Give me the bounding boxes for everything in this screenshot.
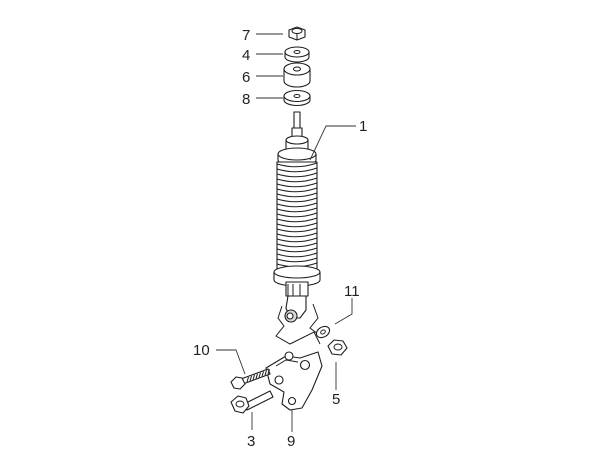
callout-4: 4 bbox=[242, 47, 250, 64]
bolt-part-10 bbox=[230, 368, 271, 390]
spring-coil bbox=[276, 207, 318, 213]
callout-6: 6 bbox=[242, 69, 250, 86]
callout-labels: 7 4 6 8 1 11 10 5 3 9 bbox=[193, 27, 367, 450]
spring-coil bbox=[276, 177, 318, 183]
spring-coil bbox=[276, 162, 318, 168]
bolt-thread bbox=[252, 374, 255, 380]
bolt-thread bbox=[261, 371, 264, 377]
nut-part-5 bbox=[327, 339, 348, 356]
bolt-thread bbox=[255, 373, 258, 379]
spring-coil bbox=[276, 232, 318, 238]
callout-9: 9 bbox=[287, 433, 295, 450]
spring-coil bbox=[276, 212, 318, 218]
lock-nut-part-7 bbox=[288, 26, 306, 41]
spring-coil bbox=[276, 187, 318, 193]
spring-coil bbox=[276, 197, 318, 203]
spring-coil bbox=[276, 237, 318, 243]
spring-coil bbox=[276, 247, 318, 253]
callout-7: 7 bbox=[242, 27, 250, 44]
bracket-part-9 bbox=[265, 303, 323, 411]
bolt-part-3 bbox=[230, 390, 274, 414]
washer-part-8 bbox=[283, 89, 311, 107]
spring-coil bbox=[276, 257, 318, 263]
spring-coil bbox=[276, 182, 318, 188]
callout-10: 10 bbox=[193, 342, 210, 359]
bolt-thread bbox=[267, 369, 270, 375]
spring-coil bbox=[276, 202, 318, 208]
callout-8: 8 bbox=[242, 91, 250, 108]
callout-3: 3 bbox=[247, 433, 255, 450]
bolt-thread bbox=[258, 372, 261, 378]
spring-coil bbox=[276, 217, 318, 223]
spring-coil bbox=[276, 167, 318, 173]
callout-11: 11 bbox=[344, 283, 360, 300]
bolt-thread bbox=[246, 376, 249, 383]
bolt-thread bbox=[264, 370, 267, 376]
spring-coil bbox=[276, 227, 318, 233]
washer-part-4 bbox=[284, 46, 310, 63]
leader-lines bbox=[216, 33, 356, 432]
spring-coil bbox=[276, 252, 318, 258]
callout-1: 1 bbox=[359, 118, 367, 135]
shock-absorber-part-1 bbox=[273, 111, 321, 323]
bolt-thread bbox=[249, 375, 252, 382]
bushing-part-6 bbox=[283, 62, 311, 88]
spring-coil bbox=[276, 192, 318, 198]
spring-coils bbox=[276, 162, 318, 268]
spring-coil bbox=[276, 242, 318, 248]
washer-part-11 bbox=[315, 325, 331, 339]
spring-coil bbox=[276, 222, 318, 228]
callout-5: 5 bbox=[332, 391, 340, 408]
spring-coil bbox=[276, 172, 318, 178]
